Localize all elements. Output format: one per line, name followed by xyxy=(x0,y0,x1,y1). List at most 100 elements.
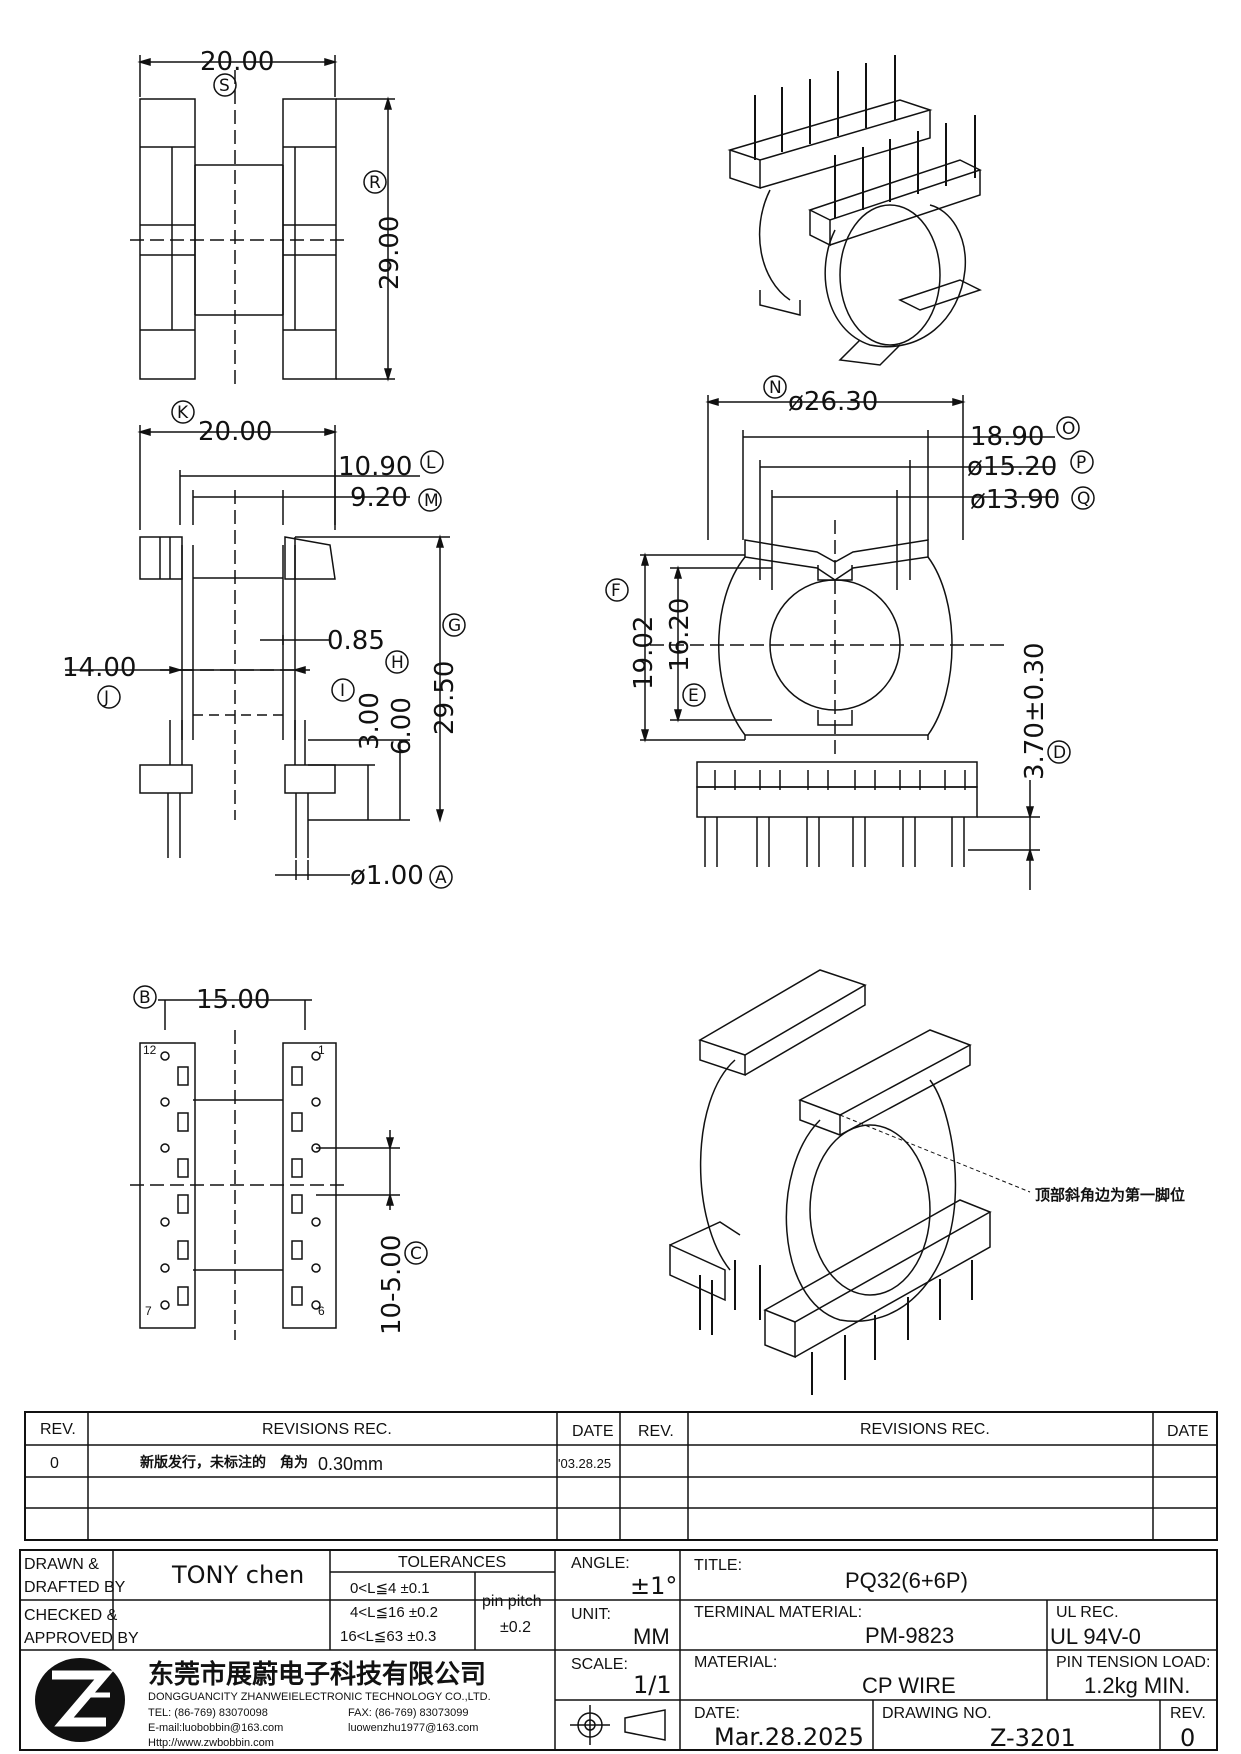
dim-top-width: 20.00 xyxy=(200,47,274,77)
drawing-no-value: Z-3201 xyxy=(990,1724,1076,1752)
dim-side-6-00: 6.00 xyxy=(387,697,417,755)
balloon-g: G xyxy=(448,616,461,636)
front-view: ø26.30 N 18.90 O ø15.20 P ø13.90 Q xyxy=(605,375,1095,890)
dim-front-26-30: ø26.30 xyxy=(788,387,878,417)
dim-bottom-15-00: 15.00 xyxy=(196,985,270,1015)
note-first-pin: 顶部斜角边为第一脚位 xyxy=(1035,1186,1185,1204)
balloon-j: J xyxy=(103,688,109,708)
checked-label: CHECKED & xyxy=(24,1607,118,1624)
dim-side-14-00: 14.00 xyxy=(62,653,136,683)
balloon-a: A xyxy=(435,868,447,888)
tolerances-label: TOLERANCES xyxy=(398,1554,506,1571)
dim-front-19-02: 19.02 xyxy=(629,616,659,690)
balloon-o: O xyxy=(1062,419,1075,439)
balloon-q: Q xyxy=(1077,489,1090,509)
rev-header-right: REV. xyxy=(638,1423,674,1440)
scale-label: SCALE: xyxy=(571,1656,628,1673)
balloon-n: N xyxy=(769,378,782,398)
pin-number-12: 12 xyxy=(143,1043,157,1057)
rec-header-left: REVISIONS REC. xyxy=(262,1421,392,1438)
company-web: Http://www.zwbobbin.com xyxy=(148,1737,274,1749)
bottom-view: B 15.00 12 1 7 6 10-5.00 C xyxy=(130,985,428,1340)
rev-header-left: REV. xyxy=(40,1421,76,1438)
revision-table xyxy=(24,1411,1218,1541)
drafted-by-label: DRAFTED BY xyxy=(24,1579,126,1596)
drawing-no-label: DRAWING NO. xyxy=(882,1705,992,1722)
date-header-left: DATE xyxy=(572,1423,613,1440)
title-label: TITLE: xyxy=(694,1557,742,1574)
material-value: CP WIRE xyxy=(862,1673,956,1698)
dim-front-16-20: 16.20 xyxy=(665,598,695,672)
dim-front-13-90: ø13.90 xyxy=(970,485,1060,515)
balloon-s: S xyxy=(219,76,230,96)
rev-row0-number: 0 xyxy=(50,1455,59,1472)
dim-front-18-90: 18.90 xyxy=(970,422,1044,452)
projection-symbol-icon xyxy=(570,1705,666,1745)
balloon-p: P xyxy=(1076,453,1086,473)
company-name-en: DONGGUANCITY ZHANWEIELECTRONIC TECHNOLOG… xyxy=(148,1691,491,1703)
side-view: 20.00 K 10.90 L 9.20 M 0.85 14.00 xyxy=(62,400,466,891)
rev-label: REV. xyxy=(1170,1705,1206,1722)
pin-number-6: 6 xyxy=(318,1304,325,1318)
balloon-m: M xyxy=(424,491,439,511)
company-logo-icon xyxy=(35,1658,125,1742)
ul-value: UL 94V-0 xyxy=(1050,1624,1141,1649)
balloon-l: L xyxy=(426,453,436,473)
dim-side-9-20: 9.20 xyxy=(350,483,408,513)
balloon-h: H xyxy=(391,653,404,673)
company-email-1: E-mail:luobobbin@163.com xyxy=(148,1722,283,1734)
dim-side-width: 20.00 xyxy=(198,417,272,447)
terminal-label: TERMINAL MATERIAL: xyxy=(694,1604,862,1621)
dim-side-3-00: 3.00 xyxy=(355,692,385,750)
balloon-i: I xyxy=(340,681,345,701)
drawn-by-label: DRAWN & xyxy=(24,1556,99,1573)
date-header-right: DATE xyxy=(1167,1423,1208,1440)
dim-front-3-70: 3.70±0.30 xyxy=(1020,642,1050,780)
pin-number-7: 7 xyxy=(145,1304,152,1318)
drawn-by-value: TONY chen xyxy=(171,1561,304,1589)
terminal-value: PM-9823 xyxy=(865,1623,954,1648)
angle-label: ANGLE: xyxy=(571,1555,630,1572)
balloon-d: D xyxy=(1053,743,1066,763)
approved-label: APPROVED BY xyxy=(24,1630,139,1647)
isometric-view-top xyxy=(727,55,982,366)
dim-pin-diameter: ø1.00 xyxy=(350,861,424,891)
top-view: 20.00 S 29.00 R xyxy=(130,47,405,390)
tolerance-2: 4<L≦16 ±0.2 xyxy=(350,1604,438,1621)
company-tel: TEL: (86-769) 83070098 xyxy=(148,1707,268,1719)
balloon-c: C xyxy=(410,1244,422,1264)
rev-row0-value: 0.30mm xyxy=(318,1454,383,1474)
ul-label: UL REC. xyxy=(1056,1604,1119,1621)
dim-front-15-20: ø15.20 xyxy=(967,452,1057,482)
unit-value: MM xyxy=(633,1624,670,1649)
rev-value: 0 xyxy=(1180,1724,1195,1752)
dim-top-height: 29.00 xyxy=(375,216,405,290)
company-email-2: luowenzhu1977@163.com xyxy=(348,1722,478,1734)
tolerance-1: 0<L≦4 ±0.1 xyxy=(350,1580,430,1597)
balloon-e: E xyxy=(688,686,699,706)
unit-label: UNIT: xyxy=(571,1606,611,1623)
scale-value: 1/1 xyxy=(633,1671,672,1699)
balloon-f: F xyxy=(611,581,621,601)
balloon-b: B xyxy=(139,988,151,1008)
pin-number-1: 1 xyxy=(318,1043,325,1057)
rev-row0-text-cn: 新版发行，未标注的 xyxy=(140,1454,266,1470)
rec-header-right: REVISIONS REC. xyxy=(860,1421,990,1438)
date-label: DATE: xyxy=(694,1705,740,1722)
title-block xyxy=(19,1549,1218,1751)
title-value: PQ32(6+6P) xyxy=(845,1568,968,1593)
pin-tension-label: PIN TENSION LOAD: xyxy=(1056,1654,1210,1671)
rev-row0-text-cn2: 角为 xyxy=(280,1454,308,1470)
date-value: Mar.28.2025 xyxy=(714,1723,864,1751)
dim-bottom-pitch: 10-5.00 xyxy=(377,1235,407,1335)
angle-value: ±1° xyxy=(630,1572,677,1600)
pin-pitch-label: pin pitch xyxy=(482,1593,542,1610)
dim-side-0-85: 0.85 xyxy=(327,626,385,656)
isometric-view-bottom: 顶部斜角边为第一脚位 xyxy=(669,969,1185,1395)
balloon-k: K xyxy=(177,403,189,423)
dim-side-29-50: 29.50 xyxy=(430,661,460,735)
material-label: MATERIAL: xyxy=(694,1654,777,1671)
pin-pitch-value: ±0.2 xyxy=(500,1619,531,1636)
pin-tension-value: 1.2kg MIN. xyxy=(1084,1673,1190,1698)
